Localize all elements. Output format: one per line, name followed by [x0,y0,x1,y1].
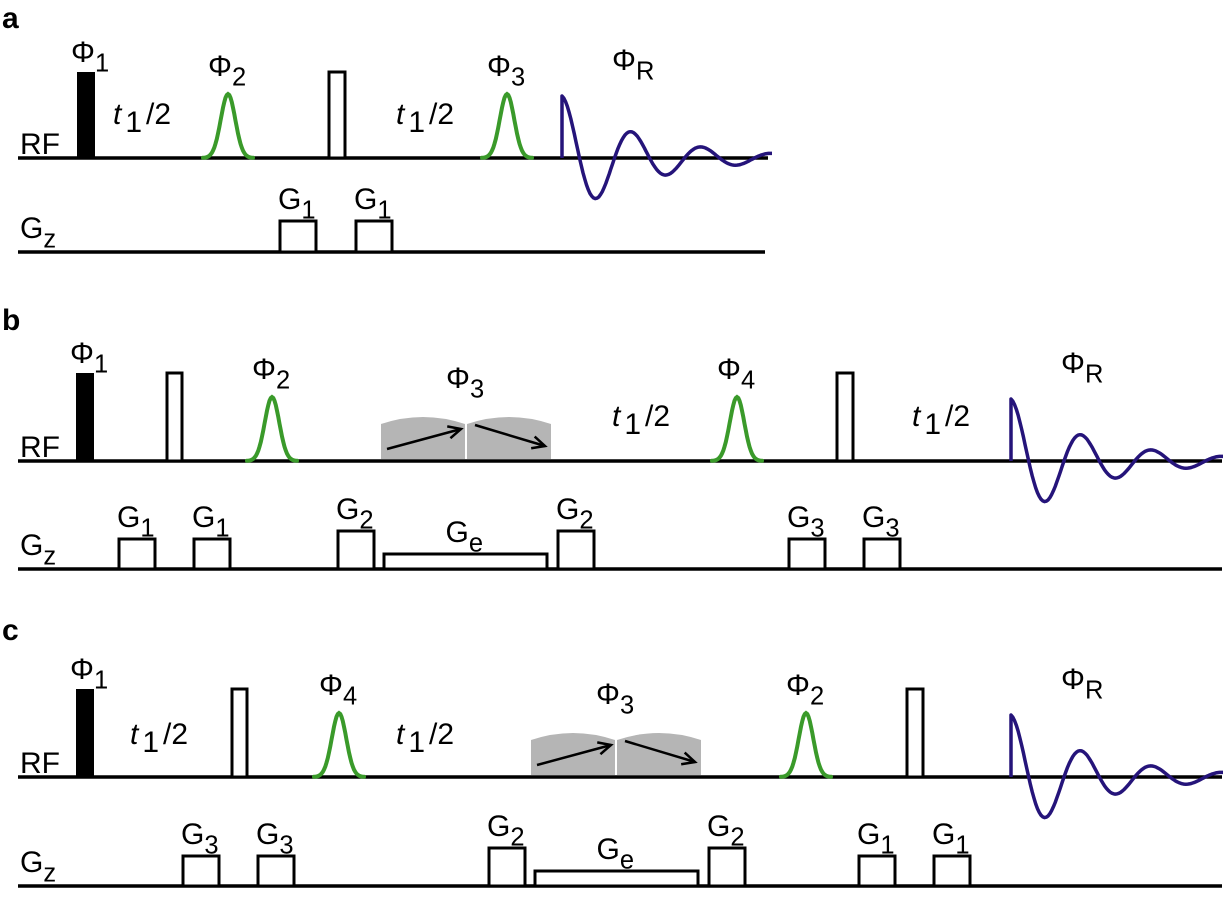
gradient-pulse [556,529,596,571]
panel-letter: c [2,614,19,647]
gradient-pulse [181,854,221,888]
phase-label: Φ4 [319,669,357,711]
gradient-pulse [336,529,376,571]
gradient-pulse [278,219,318,254]
phase-label: Φ2 [252,353,290,395]
shaped-selective-pulse [245,394,299,463]
gradient-label: G2 [707,810,745,852]
encoding-gradient [382,552,549,571]
arrowhead-icon [447,425,464,440]
phase-label: ΦR [612,44,654,86]
gradient-pulse [787,537,827,571]
hard-180-pulse [835,371,855,463]
gradient-label: Ge [446,516,484,558]
fid-signal [1009,397,1223,504]
hard-90-pulse [76,373,94,461]
fid-signal [560,94,773,201]
hard-180-pulse [230,687,249,779]
sweep-arrow-icon [474,423,546,448]
gradient-label: Ge [597,833,635,875]
gradient-pulse [857,854,897,888]
phase-label: Φ1 [70,653,108,695]
gradient-pulse [117,537,157,571]
gz-channel-label: Gz [20,846,56,888]
gz-channel-label: Gz [20,529,56,571]
gradient-pulse [354,219,394,254]
gradient-pulse [487,846,527,888]
panel-letter: b [2,304,20,337]
gradient-label: G1 [354,183,392,225]
gradient-pulse [862,537,902,571]
gradient-label: G1 [117,501,155,543]
panel-letter: a [2,2,19,35]
rf-channel-label: RF [20,128,60,161]
phase-label: Φ3 [596,678,634,720]
phase-label: ΦR [1061,347,1103,389]
gradient-label: G1 [192,501,230,543]
adiabatic-pulse [467,417,551,459]
gradient-label: G2 [336,493,374,535]
hard-90-pulse [76,689,94,777]
hard-180-pulse [905,687,925,779]
fid-signal [1009,713,1223,820]
sweep-arrow-icon [624,739,696,764]
phase-label: Φ3 [487,50,525,92]
gradient-label: G3 [256,818,294,860]
gradient-pulse [707,846,747,888]
rf-channel-label: RF [20,747,60,780]
hard-90-pulse [77,72,95,158]
gradient-label: G2 [556,493,594,535]
shaped-selective-pulse [710,394,764,463]
sweep-arrow-icon [536,743,612,767]
gradient-label: G1 [932,818,970,860]
arrowhead-icon [680,751,698,766]
gradient-label: G1 [857,818,895,860]
encoding-gradient [533,869,700,888]
arrowhead-icon [530,435,548,450]
gradient-label: G1 [278,183,316,225]
gradient-label: G3 [862,501,900,543]
gradient-label: G3 [181,818,219,860]
phase-label: Φ4 [717,353,755,395]
hard-180-pulse [165,371,184,463]
gradient-pulse [932,854,972,888]
shaped-selective-pulse [779,710,833,779]
sweep-arrow-icon [386,427,462,451]
phase-label: Φ2 [208,50,246,92]
phase-label: Φ2 [786,669,824,711]
adiabatic-pulse [617,733,701,775]
gradient-pulse [256,854,296,888]
phase-label: Φ1 [70,337,108,379]
phase-label: Φ1 [71,36,109,78]
rf-channel-label: RF [20,431,60,464]
gradient-label: G2 [487,810,525,852]
phase-label: Φ3 [446,362,484,404]
phase-label: ΦR [1061,663,1103,705]
hard-180-pulse [327,70,347,160]
gz-channel-label: Gz [20,212,56,254]
shaped-selective-pulse [480,91,534,160]
arrowhead-icon [597,741,614,756]
shaped-selective-pulse [201,91,255,160]
gradient-label: G3 [787,501,825,543]
gradient-pulse [192,537,232,571]
shaped-selective-pulse [312,710,366,779]
